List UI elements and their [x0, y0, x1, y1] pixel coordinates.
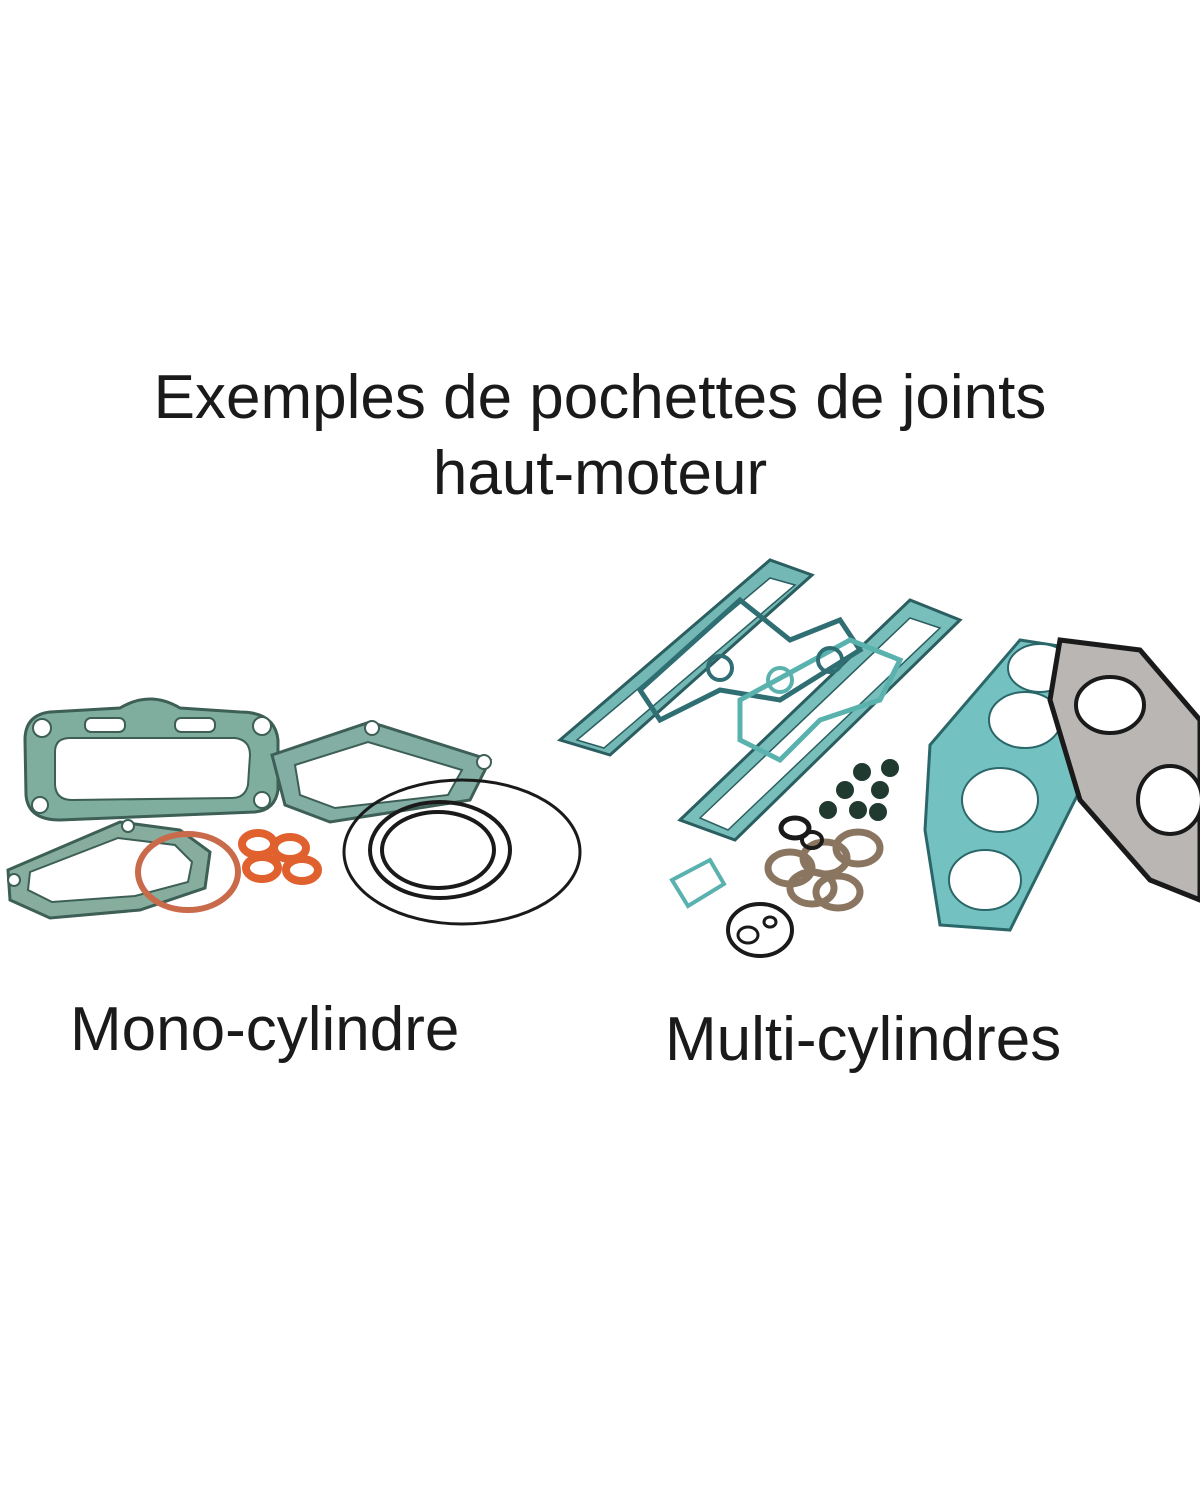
exhaust-gasket — [270, 720, 493, 824]
caption-multi-cylindres: Multi-cylindres — [665, 1005, 1062, 1074]
valve-cover-gaskets — [556, 558, 963, 842]
o-rings — [342, 778, 582, 926]
headline: Exemples de pochettes de joints haut-mot… — [0, 360, 1200, 512]
caption-mono-cylindre: Mono-cylindre — [70, 995, 460, 1064]
multi-cylinder-gasket-kit — [556, 558, 1200, 958]
copper-ring-gasket — [135, 831, 241, 913]
cylinder-base-gasket — [23, 697, 280, 822]
small-flange-gasket — [669, 857, 727, 909]
headline-line-1: Exemples de pochettes de joints — [153, 363, 1047, 432]
intake-gasket — [6, 819, 212, 920]
mono-cylinder-gasket-kit — [6, 697, 582, 926]
cylinder-head-gasket-metal — [1047, 637, 1200, 903]
copper-washers — [238, 829, 322, 885]
valve-stem-seals — [819, 759, 899, 821]
small-o-rings — [726, 815, 824, 958]
bronze-rings — [764, 828, 884, 912]
gasket-kits-illustration — [6, 558, 1200, 958]
headline-line-2: haut-moteur — [432, 439, 768, 508]
